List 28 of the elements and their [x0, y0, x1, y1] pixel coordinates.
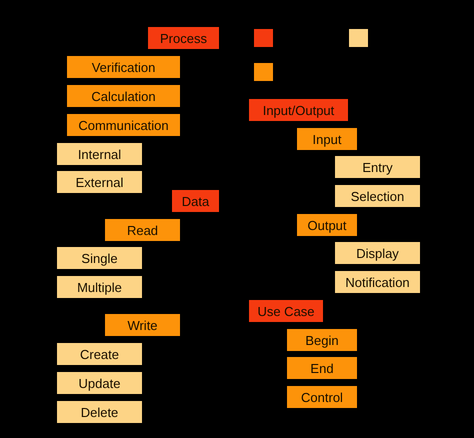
category-box: Calculation: [67, 85, 180, 107]
category-box: Entry: [335, 156, 420, 178]
category-box: Control: [287, 386, 357, 408]
category-box: External: [57, 171, 142, 193]
category-box: Selection: [335, 185, 420, 207]
color-swatch: [254, 29, 273, 47]
category-box: Notification: [335, 271, 420, 293]
category-box: Input: [297, 128, 357, 150]
color-swatch: [349, 29, 368, 47]
category-box: Delete: [57, 401, 142, 423]
category-box: Output: [297, 214, 357, 236]
category-box: Verification: [67, 56, 180, 78]
category-box: Use Case: [249, 300, 323, 322]
category-box: Create: [57, 343, 142, 365]
category-box: End: [287, 357, 357, 379]
category-box: Read: [105, 219, 180, 241]
category-box: Input/Output: [249, 99, 348, 121]
category-box: Data: [172, 190, 219, 212]
category-box: Display: [335, 242, 420, 264]
color-swatch: [254, 63, 273, 81]
category-box: Process: [148, 27, 219, 49]
category-box: Begin: [287, 329, 357, 351]
category-box: Single: [57, 247, 142, 269]
category-box: Write: [105, 314, 180, 336]
category-box: Multiple: [57, 276, 142, 298]
category-box: Internal: [57, 143, 142, 165]
category-box: Communication: [67, 114, 180, 136]
category-box: Update: [57, 372, 142, 394]
